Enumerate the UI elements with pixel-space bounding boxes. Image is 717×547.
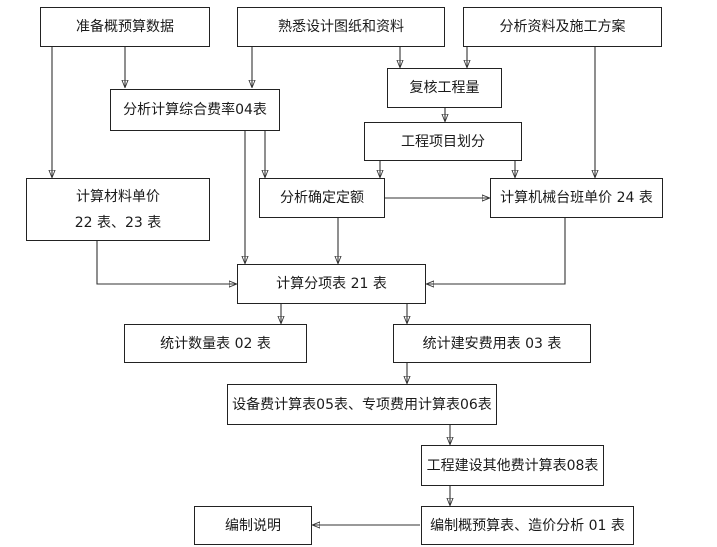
node-label: 分析计算综合费率04表 [123, 102, 267, 118]
node-label: 分析资料及施工方案 [499, 19, 626, 35]
node-stat-quantity-02: 统计数量表 02 表 [124, 324, 307, 363]
node-calc-items-21: 计算分项表 21 表 [237, 264, 426, 304]
node-analyze-rate-04: 分析计算综合费率04表 [110, 89, 280, 131]
node-label: 工程建设其他费计算表08表 [426, 457, 599, 474]
arrows [52, 47, 595, 525]
node-recheck-quantity: 复核工程量 [387, 68, 502, 108]
node-prepare-budget-data: 准备概预算数据 [40, 7, 210, 47]
node-label: 编制概预算表、造价分析 01 表 [430, 517, 625, 534]
node-other-costs-08: 工程建设其他费计算表08表 [421, 445, 604, 486]
node-label: 复核工程量 [409, 80, 480, 96]
node-label: 计算机械台班单价 24 表 [500, 190, 653, 206]
node-label: 分析确定定额 [280, 190, 364, 206]
node-label: 设备费计算表05表、专项费用计算表06表 [232, 396, 492, 413]
node-compile-budget-01: 编制概预算表、造价分析 01 表 [421, 506, 634, 545]
node-label: 熟悉设计图纸和资料 [278, 19, 404, 35]
node-label-line1: 计算材料单价 [76, 188, 160, 205]
node-label: 计算分项表 21 表 [276, 276, 387, 292]
node-label-line2: 22 表、23 表 [74, 214, 162, 231]
node-label: 准备概预算数据 [76, 19, 174, 35]
arrow-material-to-items [96, 241, 236, 284]
node-analyze-quota: 分析确定定额 [259, 178, 385, 218]
node-label: 统计建安费用表 03 表 [422, 335, 562, 352]
node-project-division: 工程项目划分 [364, 122, 522, 161]
node-analyze-materials-plan: 分析资料及施工方案 [463, 7, 662, 47]
node-label: 工程项目划分 [401, 133, 485, 150]
node-calc-machine-price-24: 计算机械台班单价 24 表 [490, 178, 663, 218]
node-label: 编制说明 [225, 517, 281, 534]
node-familiarize-drawings: 熟悉设计图纸和资料 [237, 7, 445, 47]
node-compile-notes: 编制说明 [194, 506, 312, 545]
node-calc-material-price: 计算材料单价 22 表、23 表 [26, 178, 210, 241]
node-equipment-special-05-06: 设备费计算表05表、专项费用计算表06表 [227, 384, 497, 425]
arrow-machine-to-items [427, 218, 566, 284]
node-stat-construction-03: 统计建安费用表 03 表 [393, 324, 591, 363]
node-label: 统计数量表 02 表 [160, 335, 271, 352]
